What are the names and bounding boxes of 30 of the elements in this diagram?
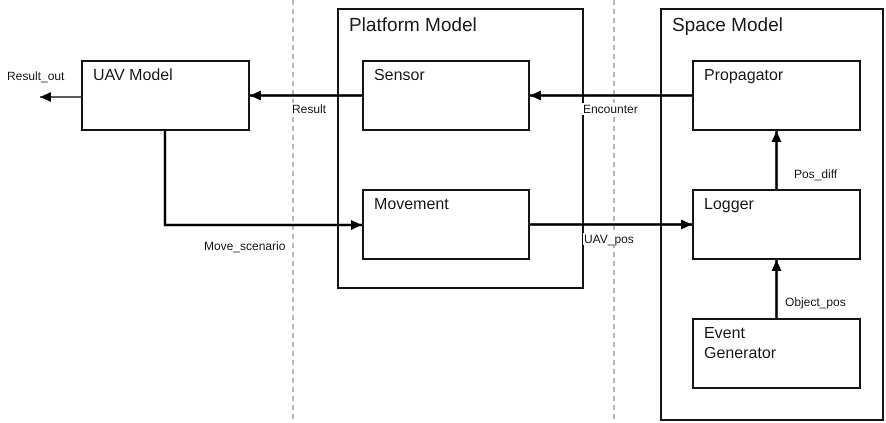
- arrow: [40, 92, 81, 102]
- arrow: [250, 90, 362, 100]
- group-frame: [337, 8, 584, 289]
- group-title: Platform Model: [349, 14, 477, 38]
- arrow: [164, 131, 362, 230]
- block-box: [692, 60, 861, 131]
- arrow: [530, 220, 692, 230]
- edge-label: Pos_diff: [793, 168, 838, 180]
- block-box: [692, 318, 861, 389]
- edge-label: Move_scenario: [203, 240, 286, 252]
- edge-label: UAV_pos: [583, 233, 635, 245]
- block-box: [362, 189, 530, 260]
- arrow: [772, 131, 782, 189]
- arrow: [772, 260, 782, 318]
- block-box: [362, 60, 530, 131]
- edge-label: Object_pos: [784, 296, 847, 308]
- block-title: Sensor: [374, 66, 426, 86]
- group-frame: [660, 8, 884, 421]
- block-box: [81, 60, 250, 131]
- edge-label: Encounter: [582, 103, 639, 115]
- block-box: [692, 189, 861, 260]
- arrow: [530, 90, 692, 100]
- edge-label: Result_out: [6, 70, 66, 82]
- block-title: Logger: [704, 195, 755, 215]
- block-title: UAV Model: [93, 66, 174, 86]
- block-title: Movement: [374, 195, 450, 215]
- group-title: Space Model: [672, 14, 783, 38]
- block-title: Propagator: [704, 66, 784, 86]
- edge-label: Result: [291, 103, 328, 115]
- block-title: Event Generator: [704, 324, 778, 364]
